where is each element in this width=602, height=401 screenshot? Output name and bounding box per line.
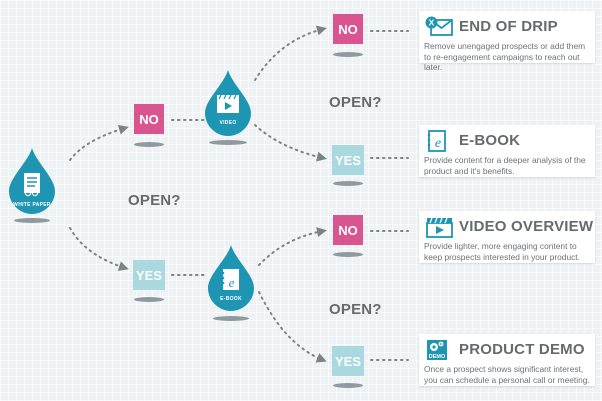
card-title: VIDEO OVERVIEW [459,218,594,235]
decision-box-no: NO [134,104,164,134]
decision-box-yes: YES [332,346,364,376]
box-shadow [134,297,164,302]
card-description: Once a prospect shows significant intere… [424,364,590,385]
ebook-icon: e [427,130,446,152]
card-title: PRODUCT DEMO [459,341,585,358]
svg-text:X: X [429,18,435,28]
connector-ebook-to-yes [258,291,327,363]
card-description: Provide content for a deeper analysis of… [424,155,586,176]
card-product-demo: DEMO PRODUCT DEMO Once a prospect shows … [419,334,595,386]
drop-white-paper: WHITE PAPER [9,148,55,218]
document-icon [24,173,40,197]
card-title: END OF DRIP [459,18,558,35]
drop-label-white-paper: WHITE PAPER [13,202,51,208]
ebook-icon: e [221,269,239,290]
card-end-of-drip: X END OF DRIP Remove unengaged prospects… [419,11,595,72]
card-title: E-BOOK [459,132,521,149]
email-x-icon: X [425,16,453,36]
box-shadow [333,181,363,186]
video-clapper-icon [426,217,453,238]
connector-ebook-to-no [258,227,327,266]
drop-label-ebook: E-BOOK [220,296,242,302]
drop-shadow [14,218,50,223]
open-question-label: OPEN? [329,94,382,111]
decision-box-no: NO [333,215,363,245]
card-description: Provide lighter, more engaging content t… [424,241,580,262]
drop-video: VIDEO [205,70,251,136]
drop-label-video: VIDEO [219,120,237,126]
video-clapper-icon [217,94,239,113]
connector-whitepaper-to-no [69,124,129,161]
decision-box-yes: YES [332,145,364,175]
box-shadow [333,52,363,57]
open-question-label: OPEN? [329,301,382,318]
svg-text:DEMO: DEMO [429,354,446,360]
box-shadow [333,383,363,388]
drop-shadow [213,316,249,321]
drop-ebook: e E-BOOK [208,245,254,311]
drop-shadow [209,140,247,145]
box-shadow [134,142,164,147]
card-description: Remove unengaged prospects or add them t… [424,41,586,72]
open-question-label: OPEN? [128,192,181,209]
connector-video-to-yes [254,124,327,162]
box-shadow [333,252,363,257]
connector-whitepaper-to-yes [69,227,129,271]
svg-text:e: e [229,275,235,290]
decision-box-yes: YES [133,260,165,290]
card-video-overview: VIDEO OVERVIEW Provide lighter, more eng… [419,211,595,263]
connector-video-to-no [254,25,327,81]
card-ebook: e E-BOOK Provide content for a deeper an… [419,125,595,177]
svg-text:e: e [435,136,441,151]
decision-box-no: NO [333,14,363,44]
gear-demo-icon: DEMO [427,340,447,360]
